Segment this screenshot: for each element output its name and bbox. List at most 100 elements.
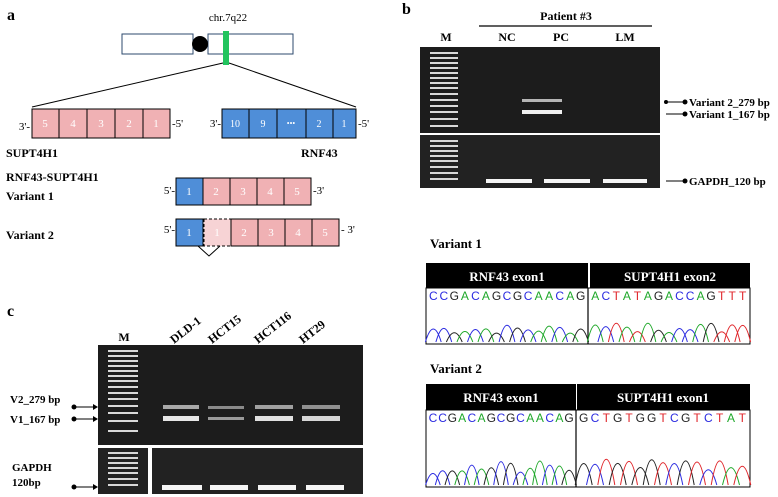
ladder-band <box>430 140 458 142</box>
seq-v2-chromatogram <box>425 459 752 486</box>
chromatogram-peak <box>642 459 661 486</box>
sequence-base: A <box>623 289 631 303</box>
variant-1-exon-number: 4 <box>267 186 273 198</box>
band-hct15-gapdh <box>210 485 248 490</box>
seq-variant-1-title: Variant 1 <box>430 236 482 251</box>
chromatogram-peak <box>618 326 636 343</box>
chromatogram-peak <box>734 324 752 343</box>
ladder-band <box>108 472 138 474</box>
chromatogram-peak <box>733 465 752 486</box>
chromatogram-peak <box>493 461 509 486</box>
chromatogram-peak <box>551 465 568 486</box>
panel-c-letter: c <box>7 303 14 320</box>
chromatogram-peak <box>541 464 558 486</box>
sequence-base: A <box>535 289 543 303</box>
chromatogram-peak <box>722 467 740 486</box>
chromatogram-peak <box>551 326 569 343</box>
sequence-base: C <box>516 411 525 425</box>
chromatogram-peak <box>522 467 538 486</box>
chromatogram-peak <box>650 329 667 343</box>
sequence-base: T <box>739 289 747 303</box>
c-lane-label-dld1: DLD-1 <box>167 314 203 347</box>
chromatogram-peak <box>456 331 474 343</box>
band-ht29-279bp <box>302 405 340 409</box>
fusion-title: RNF43-SUPT4H1 <box>6 170 99 184</box>
supt4h1-5prime: -5' <box>172 118 183 130</box>
chromatogram-peak <box>597 459 616 486</box>
chromatogram-peak <box>445 332 463 343</box>
c-gapdh-size-label: 120bp <box>12 477 41 489</box>
variant-1-exon-number: 1 <box>186 186 192 198</box>
c-lane-label-hct116: HCT116 <box>251 309 294 347</box>
marker-lane-label: M <box>440 30 451 44</box>
variant-2-exon-number: 1 <box>186 227 192 239</box>
variant-2-5prime: 5'- <box>164 224 175 236</box>
chromatogram-peak <box>530 330 547 343</box>
ladder-band <box>108 420 138 422</box>
sequence-base: G <box>576 289 585 303</box>
zoom-line-left <box>31 62 224 108</box>
gel-c-lower-marker <box>98 448 148 494</box>
chromatogram-peak <box>620 461 638 486</box>
ladder-band <box>108 392 138 394</box>
gene-rnf43: 3'- 10 9 ••• 2 1 -5' RNF43 <box>210 108 369 160</box>
panel-a-letter: a <box>7 7 15 24</box>
ladder-band <box>430 172 458 174</box>
rnf43-3prime: 3'- <box>210 118 221 130</box>
ladder-band <box>430 99 458 101</box>
locus-marker-7q22 <box>223 31 229 65</box>
centromere <box>192 36 208 52</box>
ladder-band <box>108 430 138 432</box>
chromatogram-peak <box>629 331 646 343</box>
ladder-band <box>108 467 138 469</box>
sequence-base: G <box>487 411 496 425</box>
band-hct116-279bp <box>255 405 293 409</box>
ladder-band <box>108 452 138 454</box>
variant-2-label: Variant 2 <box>6 228 54 242</box>
sequence-base: A <box>536 411 544 425</box>
sequence-base: A <box>591 289 599 303</box>
chromatogram-peak <box>488 332 505 343</box>
sequence-base: T <box>739 411 747 425</box>
ladder-band <box>430 118 458 120</box>
seq-v2-header-right-text: SUPT4H1 exon1 <box>617 390 709 405</box>
chromosome-q-arm <box>207 33 294 55</box>
sequence-base: T <box>603 411 611 425</box>
sequence-base: T <box>693 411 701 425</box>
supt4h1-3prime: 3'- <box>19 121 30 133</box>
band-label-variant1: Variant 1_167 bp <box>689 109 770 121</box>
ladder-band <box>108 386 138 388</box>
chromatogram-peak <box>586 463 604 486</box>
gel-b-upper <box>420 47 660 133</box>
c-band-label-v2: V2_279 bp <box>10 394 60 406</box>
variant-2-exon-number: 4 <box>295 227 301 239</box>
chromatogram-peak <box>509 327 526 343</box>
sequence-base: C <box>429 411 438 425</box>
chromatogram-peak <box>502 462 519 486</box>
splice-junction-mark <box>197 245 221 257</box>
arrow-gapdh-b-dot <box>682 178 688 184</box>
ladder-band <box>108 478 138 480</box>
rnf43-exon <box>276 108 307 139</box>
band-dld1-gapdh <box>162 485 202 490</box>
sequence-base: C <box>503 289 512 303</box>
band-pc-167bp <box>522 110 562 114</box>
chromatogram-peak <box>713 331 731 343</box>
ladder-band <box>108 365 138 367</box>
chromatogram-peak <box>512 471 529 486</box>
c-marker-lane-label: M <box>118 330 129 344</box>
variant-2-3prime: - 3' <box>341 224 355 236</box>
seq-v1-header-left-text: RNF43 exon1 <box>469 269 544 284</box>
seq-v2-header-right <box>577 384 750 410</box>
sequence-base: G <box>579 411 588 425</box>
seq-v2-header-left-text: RNF43 exon1 <box>463 390 538 405</box>
ladder-band <box>430 145 458 147</box>
ladder-band <box>430 77 458 79</box>
chromatogram-peak <box>699 469 718 486</box>
sequence-base: T <box>625 411 633 425</box>
variant-1-exon-supt4h1 <box>256 177 285 206</box>
band-pc-gapdh <box>544 179 590 183</box>
chromatogram-peak <box>561 332 579 343</box>
sequence-base: C <box>591 411 600 425</box>
supt4h1-exon <box>31 108 60 139</box>
